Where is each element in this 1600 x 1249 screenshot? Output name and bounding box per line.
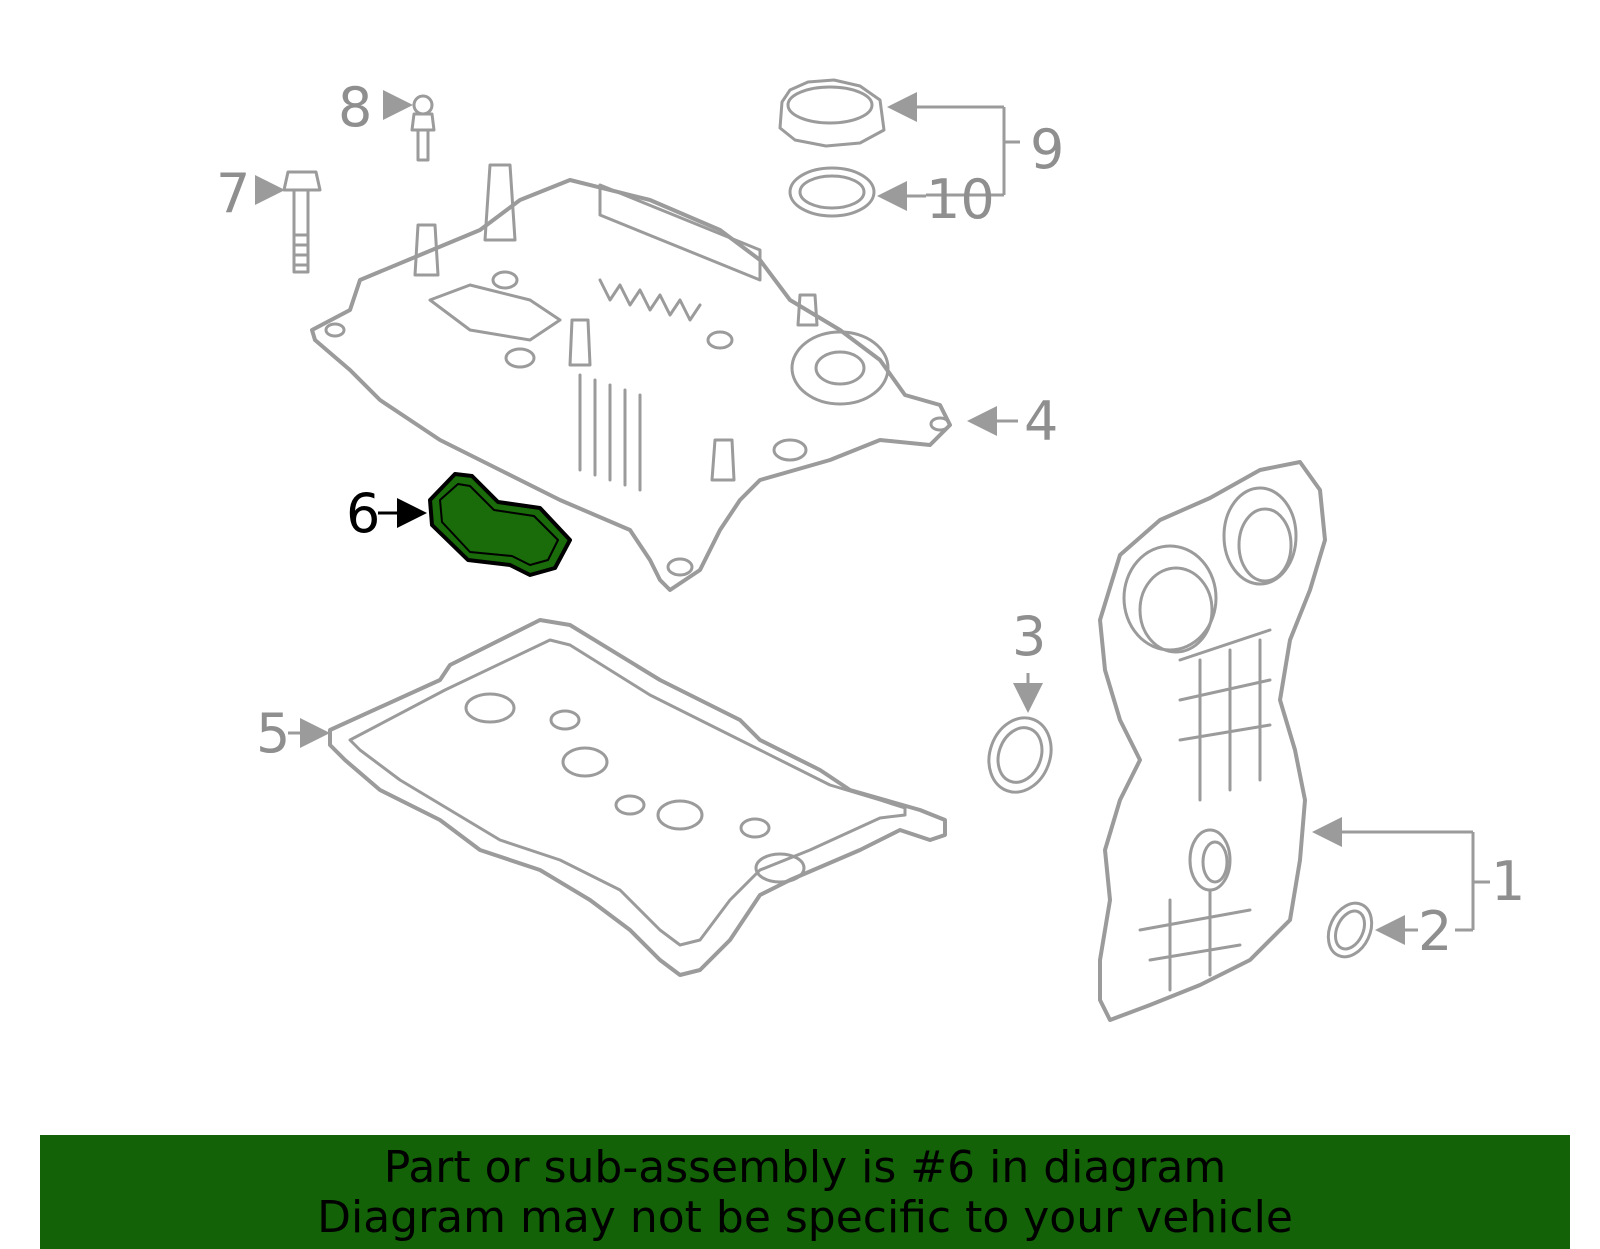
part-2-seal xyxy=(1326,901,1374,959)
callout-10: 10 xyxy=(926,168,995,231)
leader-lines xyxy=(255,90,1490,945)
part-5-cover-gasket xyxy=(328,618,947,977)
part-9-filler-cap xyxy=(778,78,886,148)
callout-5: 5 xyxy=(256,702,290,765)
part-1-timing-cover xyxy=(1098,460,1327,1022)
banner-line-part-number: Part or sub-assembly is #6 in diagram xyxy=(383,1142,1227,1193)
part-8-clip xyxy=(410,94,436,162)
callout-labels: 1 2 3 4 5 6 7 8 9 10 xyxy=(216,76,1525,963)
part-4-valve-cover xyxy=(310,163,952,592)
callout-3: 3 xyxy=(1012,605,1046,668)
callout-7: 7 xyxy=(216,162,250,225)
part-6-gasket-highlighted xyxy=(428,472,572,577)
part-7-bolt xyxy=(282,170,322,274)
banner-line-disclaimer: Diagram may not be specific to your vehi… xyxy=(317,1192,1293,1243)
callout-4: 4 xyxy=(1024,390,1058,453)
part-10-cap-gasket xyxy=(788,166,876,218)
callout-8: 8 xyxy=(338,76,372,139)
callout-2: 2 xyxy=(1418,900,1452,963)
callout-9: 9 xyxy=(1030,118,1064,181)
info-banner: Part or sub-assembly is #6 in diagram Di… xyxy=(40,1135,1570,1249)
part-3-seal xyxy=(987,716,1053,794)
callout-1: 1 xyxy=(1491,850,1525,913)
callout-6-highlighted: 6 xyxy=(346,482,380,545)
